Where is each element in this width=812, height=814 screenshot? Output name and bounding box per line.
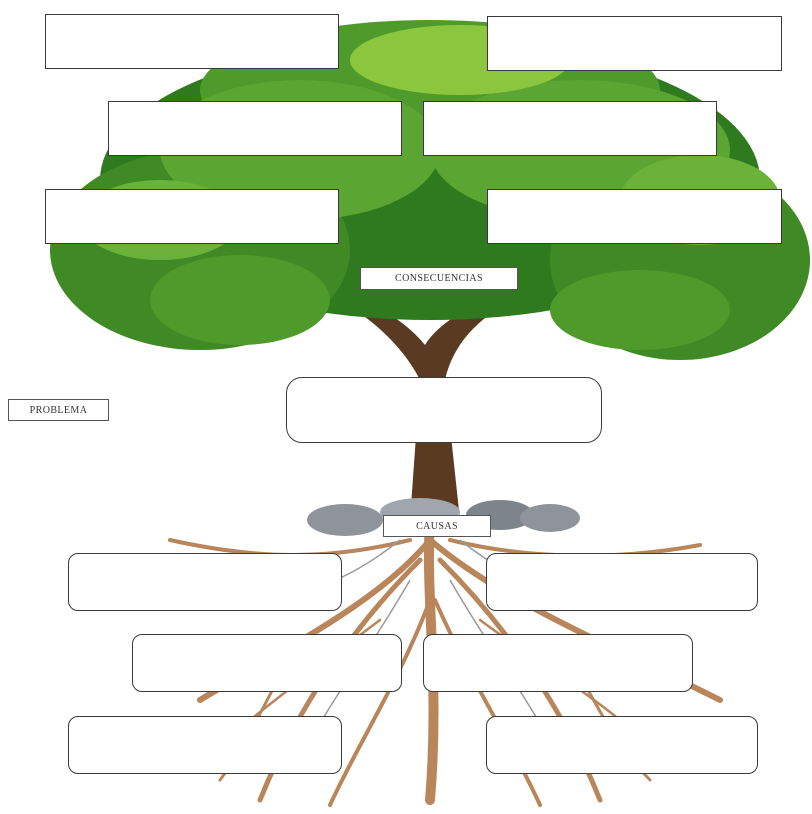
problem-box[interactable]: [286, 377, 602, 443]
cause-box-3[interactable]: [132, 634, 402, 692]
cause-box-6[interactable]: [486, 716, 758, 774]
consequence-box-4[interactable]: [423, 101, 717, 156]
cause-box-1[interactable]: [68, 553, 342, 611]
consequences-label: CONSECUENCIAS: [360, 267, 518, 290]
consequence-box-6[interactable]: [487, 189, 782, 244]
cause-box-5[interactable]: [68, 716, 342, 774]
consequence-box-3[interactable]: [108, 101, 402, 156]
problem-label: PROBLEMA: [8, 399, 109, 421]
cause-box-4[interactable]: [423, 634, 693, 692]
consequence-box-5[interactable]: [45, 189, 339, 244]
causes-label: CAUSAS: [383, 515, 491, 537]
cause-box-2[interactable]: [486, 553, 758, 611]
consequence-box-1[interactable]: [45, 14, 339, 69]
consequence-box-2[interactable]: [487, 16, 782, 71]
